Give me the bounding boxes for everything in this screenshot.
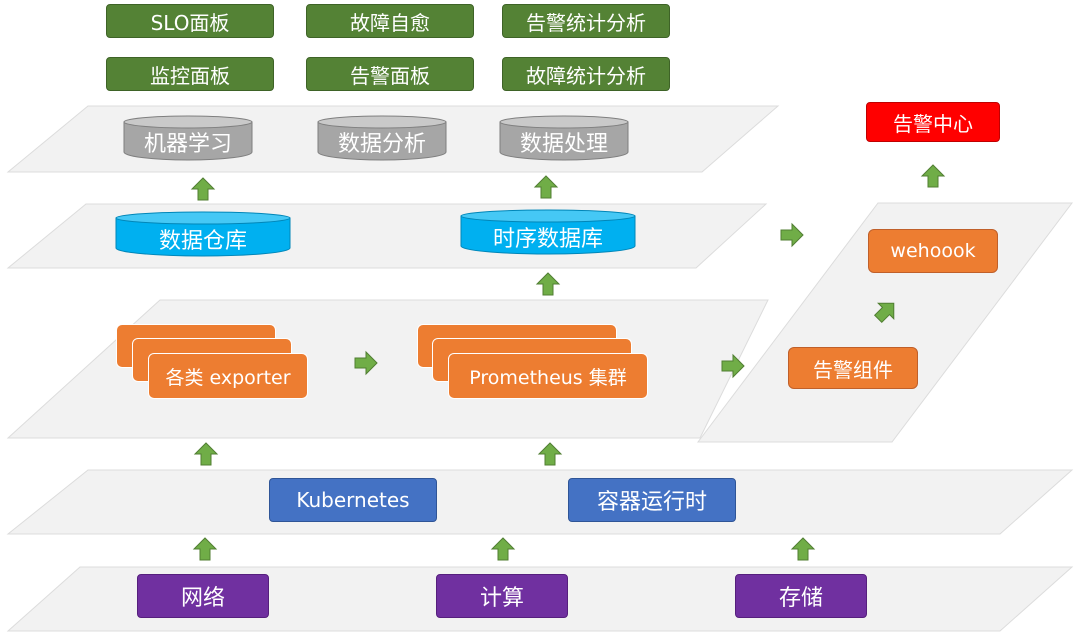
- fault-statistics-box: 故障统计分析: [502, 57, 670, 91]
- data-analysis-cylinder: 数据分析: [316, 114, 448, 162]
- auto-healing-box: 故障自愈: [306, 4, 474, 38]
- data-analysis-label: 数据分析: [337, 132, 426, 157]
- tsdb-label: 时序数据库: [492, 227, 603, 252]
- tsdb-cylinder: 时序数据库: [459, 208, 637, 256]
- network-box: 网络: [137, 574, 269, 618]
- alert-component-box: 告警组件: [788, 347, 918, 389]
- exporter-box: 各类 exporter: [148, 353, 308, 399]
- alert-center-box: 告警中心: [866, 102, 1000, 142]
- slo-dashboard-box: SLO面板: [106, 4, 274, 38]
- compute-box: 计算: [436, 574, 568, 618]
- kubernetes-box: Kubernetes: [269, 478, 437, 522]
- machine-learning-label: 机器学习: [143, 132, 232, 157]
- data-processing-label: 数据处理: [519, 132, 608, 157]
- machine-learning-cylinder: 机器学习: [122, 114, 254, 162]
- collection-layer-plane: [6, 299, 769, 439]
- data-warehouse-label: 数据仓库: [158, 229, 247, 254]
- alert-dashboard-box: 告警面板: [306, 57, 474, 91]
- alert-statistics-box: 告警统计分析: [502, 4, 670, 38]
- monitoring-dashboard-box: 监控面板: [106, 57, 274, 91]
- data-processing-cylinder: 数据处理: [498, 114, 630, 162]
- platform-layer-plane: [6, 469, 1074, 535]
- container-runtime-box: 容器运行时: [568, 478, 736, 522]
- data-warehouse-cylinder: 数据仓库: [114, 210, 292, 258]
- storage-box: 存储: [735, 574, 867, 618]
- webhook-box: wehoook: [868, 229, 998, 273]
- prometheus-box: Prometheus 集群: [448, 353, 648, 399]
